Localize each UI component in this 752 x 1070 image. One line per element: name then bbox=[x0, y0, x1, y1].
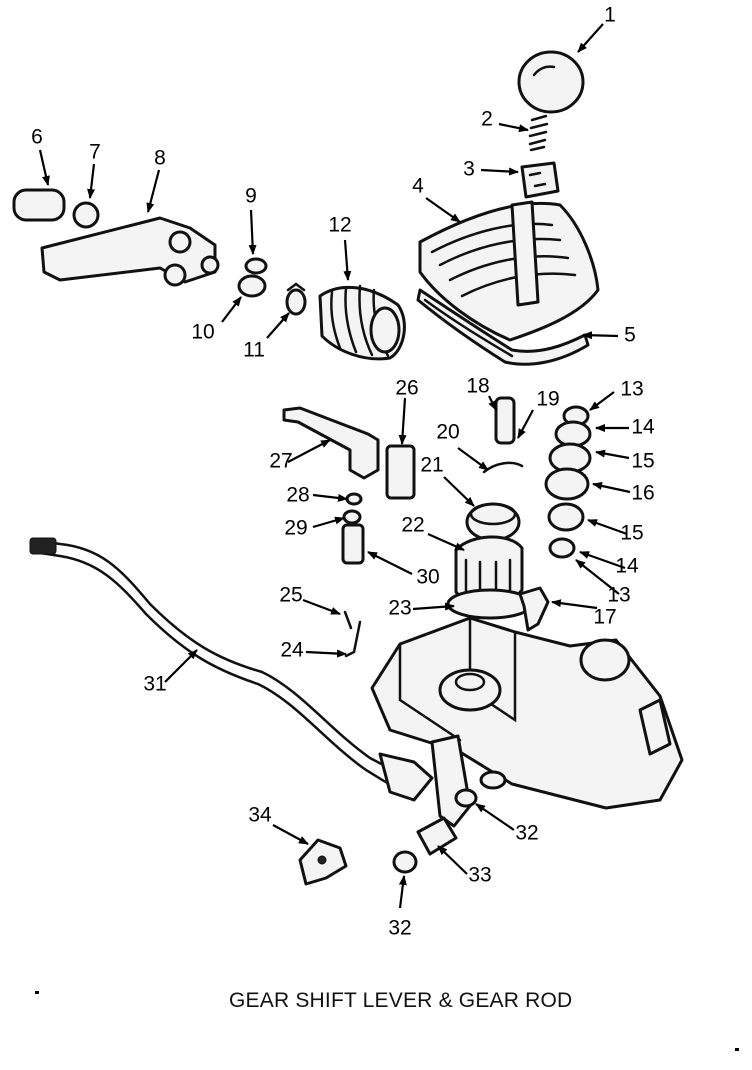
pin bbox=[494, 396, 516, 445]
gear-rod bbox=[29, 537, 434, 802]
callout-4: 4 bbox=[412, 175, 424, 198]
callout-14a: 14 bbox=[631, 416, 655, 439]
callout-25: 25 bbox=[279, 584, 302, 607]
callout-20: 20 bbox=[436, 421, 459, 444]
callout-10: 10 bbox=[191, 321, 214, 344]
callout-7: 7 bbox=[89, 141, 101, 164]
callout-6: 6 bbox=[31, 126, 43, 149]
pivot-cap bbox=[392, 850, 418, 874]
callout-33: 33 bbox=[468, 864, 491, 887]
callout-15b: 15 bbox=[620, 522, 643, 545]
link-bracket bbox=[385, 444, 416, 500]
callout-32b: 32 bbox=[388, 917, 411, 940]
shift-rod-coupling bbox=[40, 216, 220, 287]
callout-14b: 14 bbox=[615, 555, 639, 578]
callout-8: 8 bbox=[154, 147, 166, 170]
callout-19: 19 bbox=[536, 388, 559, 411]
callout-21: 21 bbox=[420, 454, 443, 477]
scan-speck bbox=[735, 1048, 739, 1051]
shifter-housing bbox=[370, 616, 684, 828]
link-pin bbox=[341, 492, 365, 565]
callout-31: 31 bbox=[143, 673, 166, 696]
callout-17: 17 bbox=[593, 606, 616, 629]
callout-13a: 13 bbox=[620, 378, 643, 401]
rod-end bbox=[12, 188, 100, 229]
diagram-caption: GEAR SHIFT LEVER & GEAR ROD bbox=[229, 989, 573, 1012]
boot-base bbox=[416, 288, 590, 366]
retainer bbox=[520, 161, 560, 199]
callout-16: 16 bbox=[631, 482, 654, 505]
callout-28: 28 bbox=[286, 484, 309, 507]
callout-5: 5 bbox=[624, 324, 636, 347]
boot-retainer bbox=[285, 282, 307, 316]
lever-ring bbox=[465, 502, 521, 542]
callout-11: 11 bbox=[243, 339, 265, 362]
callout-29: 29 bbox=[284, 517, 307, 540]
scan-speck bbox=[35, 991, 39, 994]
callout-15a: 15 bbox=[631, 450, 654, 473]
bushing bbox=[237, 274, 267, 298]
shift-boot bbox=[418, 200, 600, 342]
callouts: 1 2 3 4 5 6 7 8 9 10 11 12 13 14 15 16 1… bbox=[31, 4, 655, 940]
callout-1: 1 bbox=[604, 4, 616, 27]
callout-13b: 13 bbox=[607, 584, 630, 607]
pivot-sleeve bbox=[416, 788, 478, 856]
callout-24: 24 bbox=[280, 639, 304, 662]
mount-bracket bbox=[298, 838, 348, 886]
selector-tab bbox=[518, 586, 550, 632]
callout-32a: 32 bbox=[515, 822, 538, 845]
callout-18: 18 bbox=[466, 375, 489, 398]
rod-bellows bbox=[318, 284, 406, 361]
callout-12: 12 bbox=[328, 214, 351, 237]
rod-clip bbox=[343, 610, 362, 658]
callout-23: 23 bbox=[388, 597, 411, 620]
callout-30: 30 bbox=[416, 566, 439, 589]
shift-link bbox=[282, 406, 380, 480]
callout-2: 2 bbox=[481, 108, 493, 131]
snap-ring bbox=[482, 461, 524, 474]
clip bbox=[244, 257, 268, 275]
callout-26: 26 bbox=[395, 377, 418, 400]
callout-27: 27 bbox=[269, 450, 292, 473]
callout-3: 3 bbox=[463, 158, 475, 181]
callout-9: 9 bbox=[245, 185, 257, 208]
callout-34: 34 bbox=[248, 804, 272, 827]
callout-22: 22 bbox=[401, 514, 424, 537]
spring bbox=[528, 114, 549, 152]
shift-knob bbox=[517, 50, 585, 114]
leader-lines bbox=[38, 23, 631, 909]
bushing-stack bbox=[544, 405, 592, 559]
